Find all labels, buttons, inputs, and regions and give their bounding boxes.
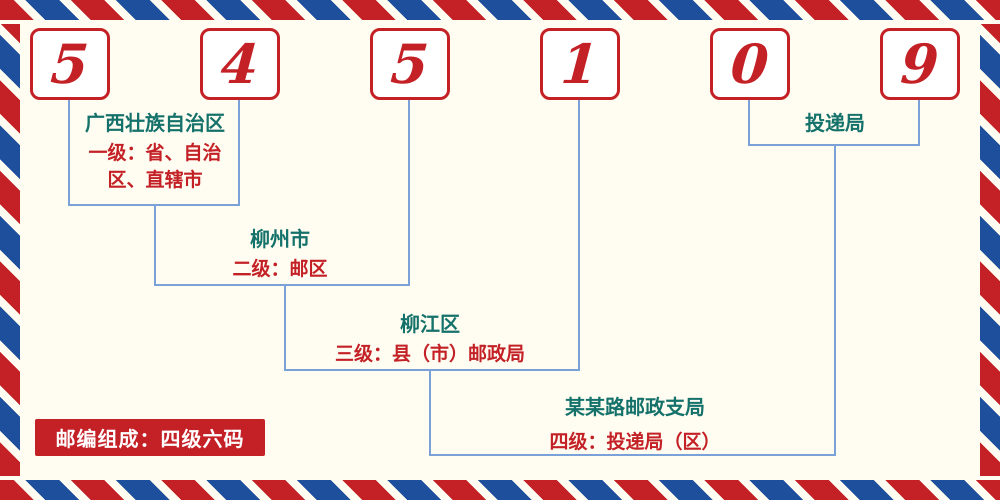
connector-line (748, 144, 920, 146)
connector-line (238, 100, 240, 206)
digit-1: 5 (48, 32, 92, 96)
digit-box-1: 5 (30, 28, 110, 100)
airmail-border-top (0, 0, 1000, 20)
composition-note: 邮编组成：四级六码 (35, 419, 265, 456)
digit-2: 4 (218, 32, 262, 96)
digit-6: 9 (898, 32, 942, 96)
level3-name: 柳江区 (400, 312, 460, 336)
connector-line (68, 100, 70, 206)
airmail-border-left (0, 24, 20, 476)
level3-label: 柳江区 三级：县（市）邮政局 (300, 311, 560, 368)
digit-5: 0 (728, 32, 772, 96)
connector-line (68, 204, 240, 206)
connector-line (429, 454, 836, 456)
level2-label: 柳州市 二级：邮区 (180, 226, 380, 283)
delivery-office-name: 投递局 (805, 111, 865, 135)
level2-name: 柳州市 (250, 227, 310, 251)
digit-3: 5 (388, 32, 432, 96)
digit-box-2: 4 (200, 28, 280, 100)
connector-line (284, 369, 580, 371)
level4-name: 某某路邮政支局 (565, 395, 705, 419)
level1-desc: 一级：省、自治区、直辖市 (88, 142, 222, 191)
digit-box-5: 0 (710, 28, 790, 100)
airmail-border-right (980, 24, 1000, 476)
digit-box-3: 5 (370, 28, 450, 100)
connector-line (578, 100, 580, 371)
level3-desc: 三级：县（市）邮政局 (334, 343, 525, 365)
delivery-office-label: 投递局 (760, 110, 910, 137)
digit-4: 1 (558, 32, 602, 96)
level4-desc: 四级：投递局（区） (549, 431, 721, 453)
digit-box-6: 9 (880, 28, 960, 100)
connector-line (834, 146, 836, 456)
digit-box-4: 1 (540, 28, 620, 100)
connector-line (408, 100, 410, 286)
connector-line (918, 100, 920, 146)
level2-desc: 二级：邮区 (232, 258, 328, 280)
connector-line (154, 284, 410, 286)
level1-label: 广西壮族自治区 一级：省、自治区、直辖市 (55, 110, 255, 193)
connector-line (429, 369, 431, 456)
connector-line (284, 286, 286, 371)
level4-label: 某某路邮政支局 四级：投递局（区） (505, 394, 765, 456)
level1-name: 广西壮族自治区 (85, 111, 225, 135)
airmail-border-bottom (0, 480, 1000, 500)
connector-line (154, 206, 156, 286)
connector-line (748, 100, 750, 146)
